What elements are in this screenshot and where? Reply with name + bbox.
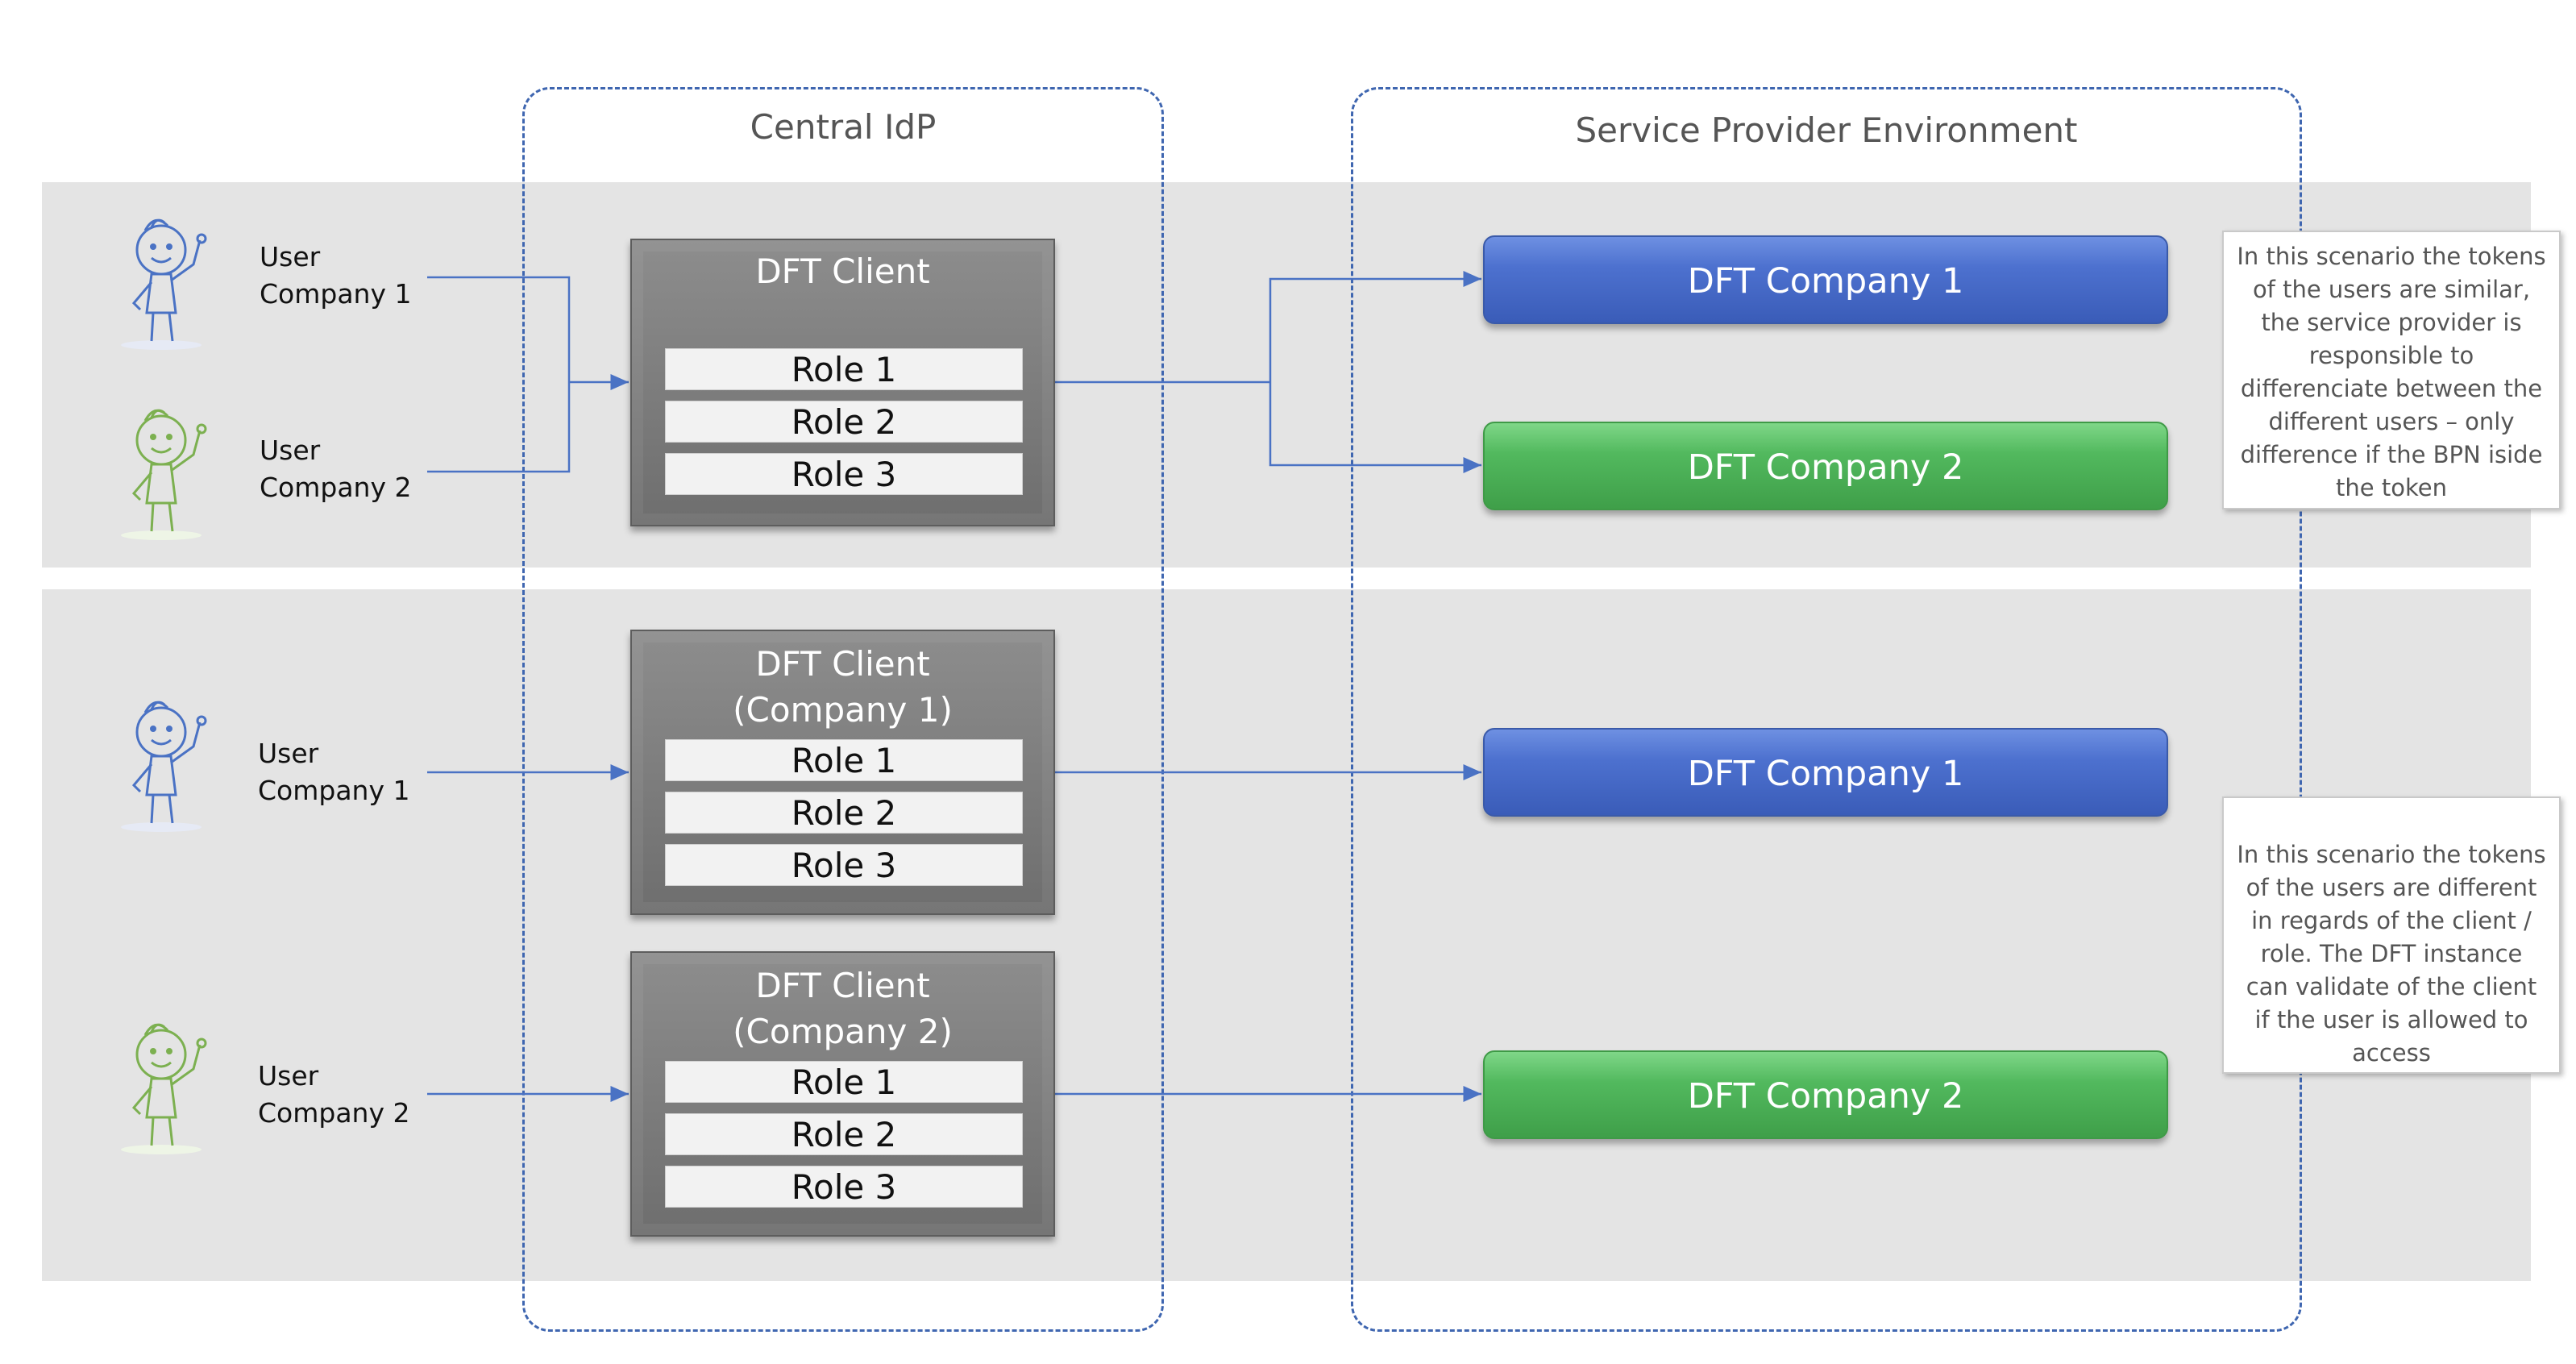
dft-company-1-box: DFT Company 1: [1483, 728, 2168, 817]
user-figure-blue-icon: [105, 690, 242, 835]
role-item: Role 2: [665, 792, 1023, 834]
service-provider-zone: Service Provider Environment: [1351, 87, 2302, 1332]
role-item: Role 1: [665, 348, 1023, 390]
dft-client-company-1-box: DFT Client(Company 1) Role 1 Role 2 Role…: [630, 630, 1055, 915]
user-figure-green-icon: [105, 398, 242, 543]
client-title: DFT Client(Company 2): [733, 966, 953, 1051]
role-item: Role 3: [665, 844, 1023, 886]
client-title: DFT Client: [755, 252, 930, 291]
scenario-1-note: In this scenario the tokens of the users…: [2222, 231, 2561, 509]
connector-user2-client: [427, 382, 571, 473]
connector-user1-client: [427, 276, 571, 382]
role-item: Role 3: [665, 453, 1023, 495]
dft-client-company-2-box: DFT Client(Company 2) Role 1 Role 2 Role…: [630, 951, 1055, 1237]
role-item: Role 2: [665, 1113, 1023, 1155]
dft-client-box: DFT Client Role 1 Role 2 Role 3: [630, 239, 1055, 526]
user-figure-green-icon: [105, 1013, 242, 1158]
client-title: DFT Client(Company 1): [733, 644, 953, 730]
role-item: Role 2: [665, 401, 1023, 443]
dft-company-2-box: DFT Company 2: [1483, 422, 2168, 510]
scenario-2-band: [42, 589, 2531, 1281]
role-item: Role 3: [665, 1166, 1023, 1208]
role-item: Role 1: [665, 739, 1023, 781]
dft-company-1-box: DFT Company 1: [1483, 235, 2168, 324]
central-idp-title: Central IdP: [750, 107, 937, 147]
user-figure-blue-icon: [105, 208, 242, 353]
role-item: Role 1: [665, 1061, 1023, 1103]
dft-company-2-box: DFT Company 2: [1483, 1050, 2168, 1139]
connector-client-company1: [1269, 271, 1481, 382]
service-provider-title: Service Provider Environment: [1575, 110, 2078, 150]
scenario-2-note: In this scenario the tokens of the users…: [2222, 796, 2561, 1074]
central-idp-zone: Central IdP: [522, 87, 1164, 1332]
connector-client-company2: [1269, 382, 1481, 473]
